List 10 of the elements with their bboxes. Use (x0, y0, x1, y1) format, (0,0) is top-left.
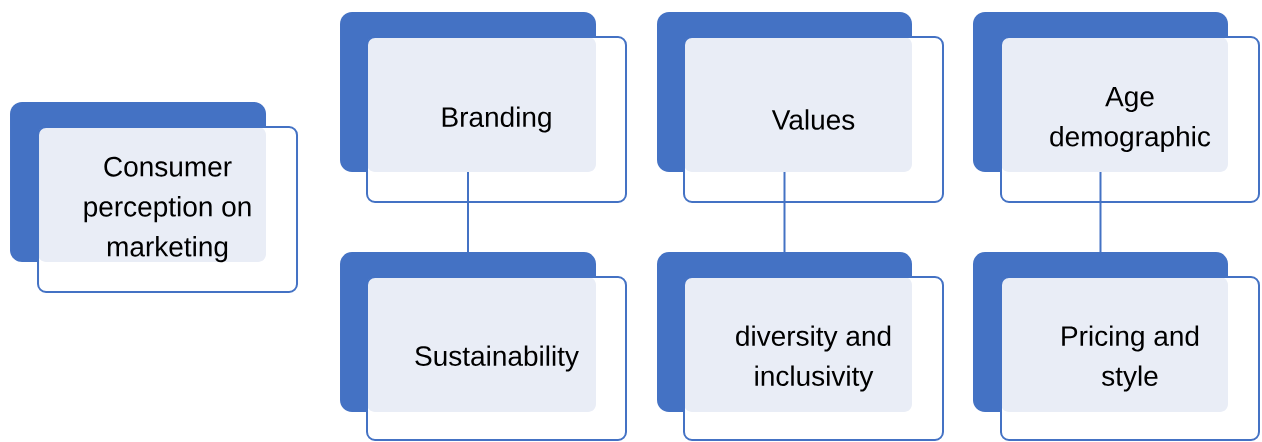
connector-line (783, 171, 786, 253)
stacked-box: Age demographic (973, 12, 1260, 203)
connector-line (467, 171, 469, 253)
stacked-box: Branding (340, 12, 627, 203)
stacked-box: Pricing and style (973, 252, 1260, 441)
stacked-box: Consumer perception on marketing (10, 102, 298, 293)
connector-line (1099, 171, 1102, 253)
stacked-box: Values (657, 12, 944, 203)
stacked-box: diversity and inclusivity (657, 252, 944, 441)
stacked-box: Sustainability (340, 252, 627, 441)
